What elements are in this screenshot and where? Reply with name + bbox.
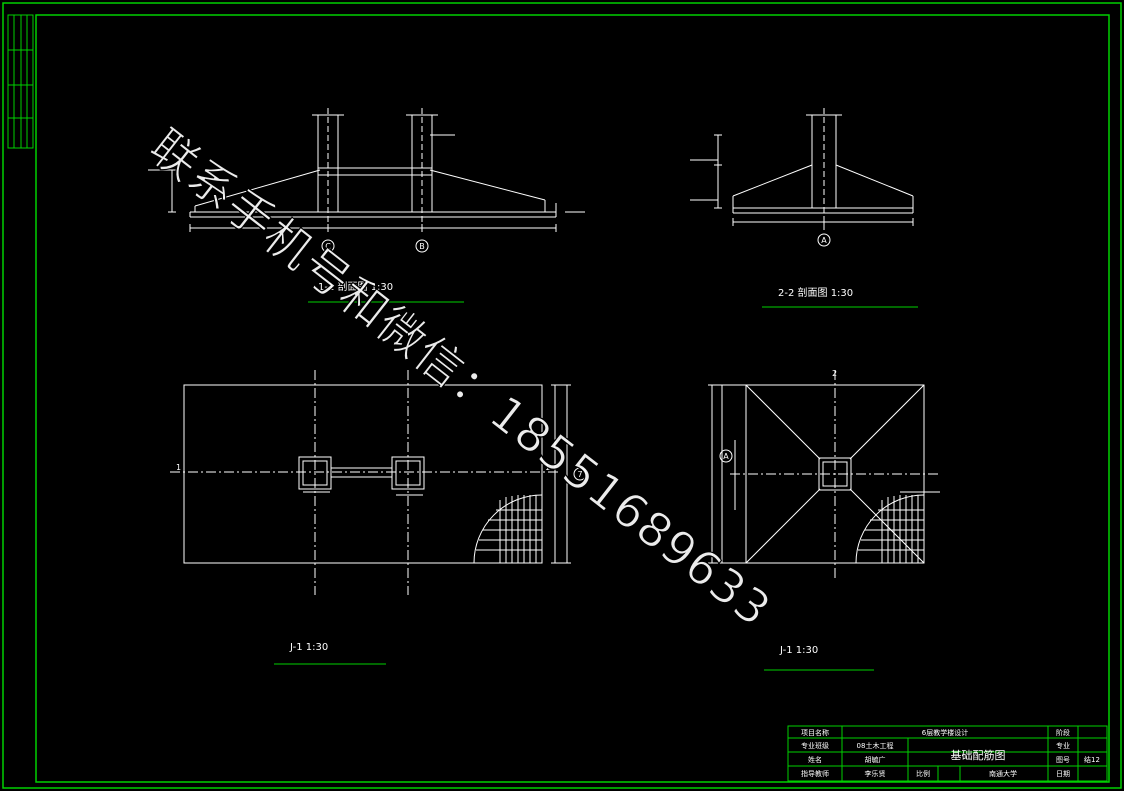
section-2-2-drawing — [690, 108, 914, 230]
axis-bubble-a-section: A — [817, 233, 831, 247]
tb-review-label: 指导教师 — [801, 769, 829, 778]
tb-sheet-label: 图号 — [1056, 756, 1070, 764]
title-block — [787, 725, 1108, 782]
axis-label-a-section: A — [821, 236, 827, 245]
view-title-plan-right: J-1 1:30 — [779, 645, 818, 656]
tb-designer-label: 姓名 — [808, 755, 822, 764]
section-mark-left: 1 — [176, 463, 181, 472]
plan-left-drawing — [170, 370, 571, 595]
axis-bubble-b: B — [415, 239, 429, 253]
tb-drawing-name: 基础配筋图 — [951, 748, 1006, 762]
tb-project-value: 6层教学楼设计 — [922, 728, 968, 737]
section-mark-top: 2 — [832, 369, 837, 378]
tb-design-value: 08土木工程 — [857, 741, 894, 750]
plan-right-drawing — [708, 370, 940, 580]
view-title-section-2-2: 2-2 剖面图 1:30 — [778, 286, 853, 299]
axis-bubble-c: C — [321, 239, 335, 253]
section-1-1-drawing — [148, 108, 585, 232]
tb-project-label: 项目名称 — [801, 728, 829, 737]
tb-date-label: 日期 — [1056, 770, 1070, 778]
tb-scale-label: 比例 — [916, 769, 930, 778]
axis-label-b: B — [419, 242, 425, 251]
tb-sheet-value: 结12 — [1084, 755, 1100, 764]
axis-label-a-plan: A — [723, 452, 729, 461]
inner-border — [35, 14, 1110, 783]
axis-label-c: C — [325, 242, 331, 251]
axis-bubble-seven: 7 — [573, 467, 587, 481]
view-title-section-1-1: 1-1 剖面图 1:30 — [318, 280, 393, 293]
tb-school-value: 南通大学 — [989, 769, 1017, 778]
axis-label-seven: 7 — [577, 470, 582, 479]
tb-review-value: 李乐贤 — [865, 769, 886, 778]
binding-strip — [7, 14, 34, 149]
tb-stage-label: 阶段 — [1056, 728, 1070, 737]
tb-major-label: 专业 — [1056, 741, 1070, 750]
tb-design-label: 专业班级 — [801, 741, 829, 750]
view-title-plan-left: J-1 1:30 — [289, 642, 328, 653]
axis-bubble-a-plan: A — [719, 449, 733, 463]
tb-designer-value: 胡毓广 — [865, 755, 886, 764]
section-mark-right: 1 — [545, 463, 550, 472]
